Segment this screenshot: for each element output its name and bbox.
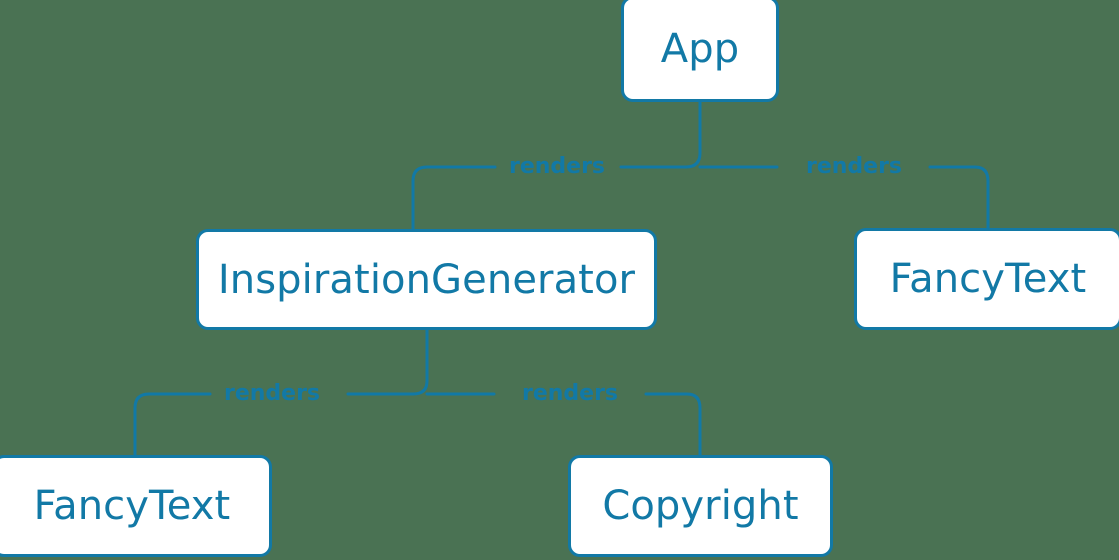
edge-app-to-fancytext-right: [698, 165, 990, 230]
node-app[interactable]: App: [621, 0, 779, 102]
edge-label-inspiration-fancytext-left: renders: [223, 381, 321, 406]
node-inspiration-generator-label: InspirationGenerator: [217, 256, 636, 303]
edge-app-stem: [684, 99, 702, 169]
edge-label-app-fancytext-right: renders: [805, 154, 903, 179]
edge-inspiration-stem: [411, 328, 429, 396]
node-fancytext-right[interactable]: FancyText: [854, 228, 1119, 330]
edge-label-inspiration-copyright: renders: [521, 381, 619, 406]
node-copyright[interactable]: Copyright: [568, 455, 833, 557]
node-inspiration-generator[interactable]: InspirationGenerator: [196, 229, 657, 330]
node-app-label: App: [660, 26, 740, 72]
node-fancytext-left[interactable]: FancyText: [0, 455, 272, 557]
edge-label-app-inspiration: renders: [508, 154, 606, 179]
edge-inspiration-to-fancytext-left: [133, 392, 415, 457]
edge-app-to-inspiration: [411, 165, 688, 231]
node-fancytext-right-label: FancyText: [889, 256, 1087, 302]
edge-inspiration-to-copyright: [425, 392, 702, 457]
node-copyright-label: Copyright: [602, 483, 799, 529]
node-fancytext-left-label: FancyText: [33, 483, 231, 529]
